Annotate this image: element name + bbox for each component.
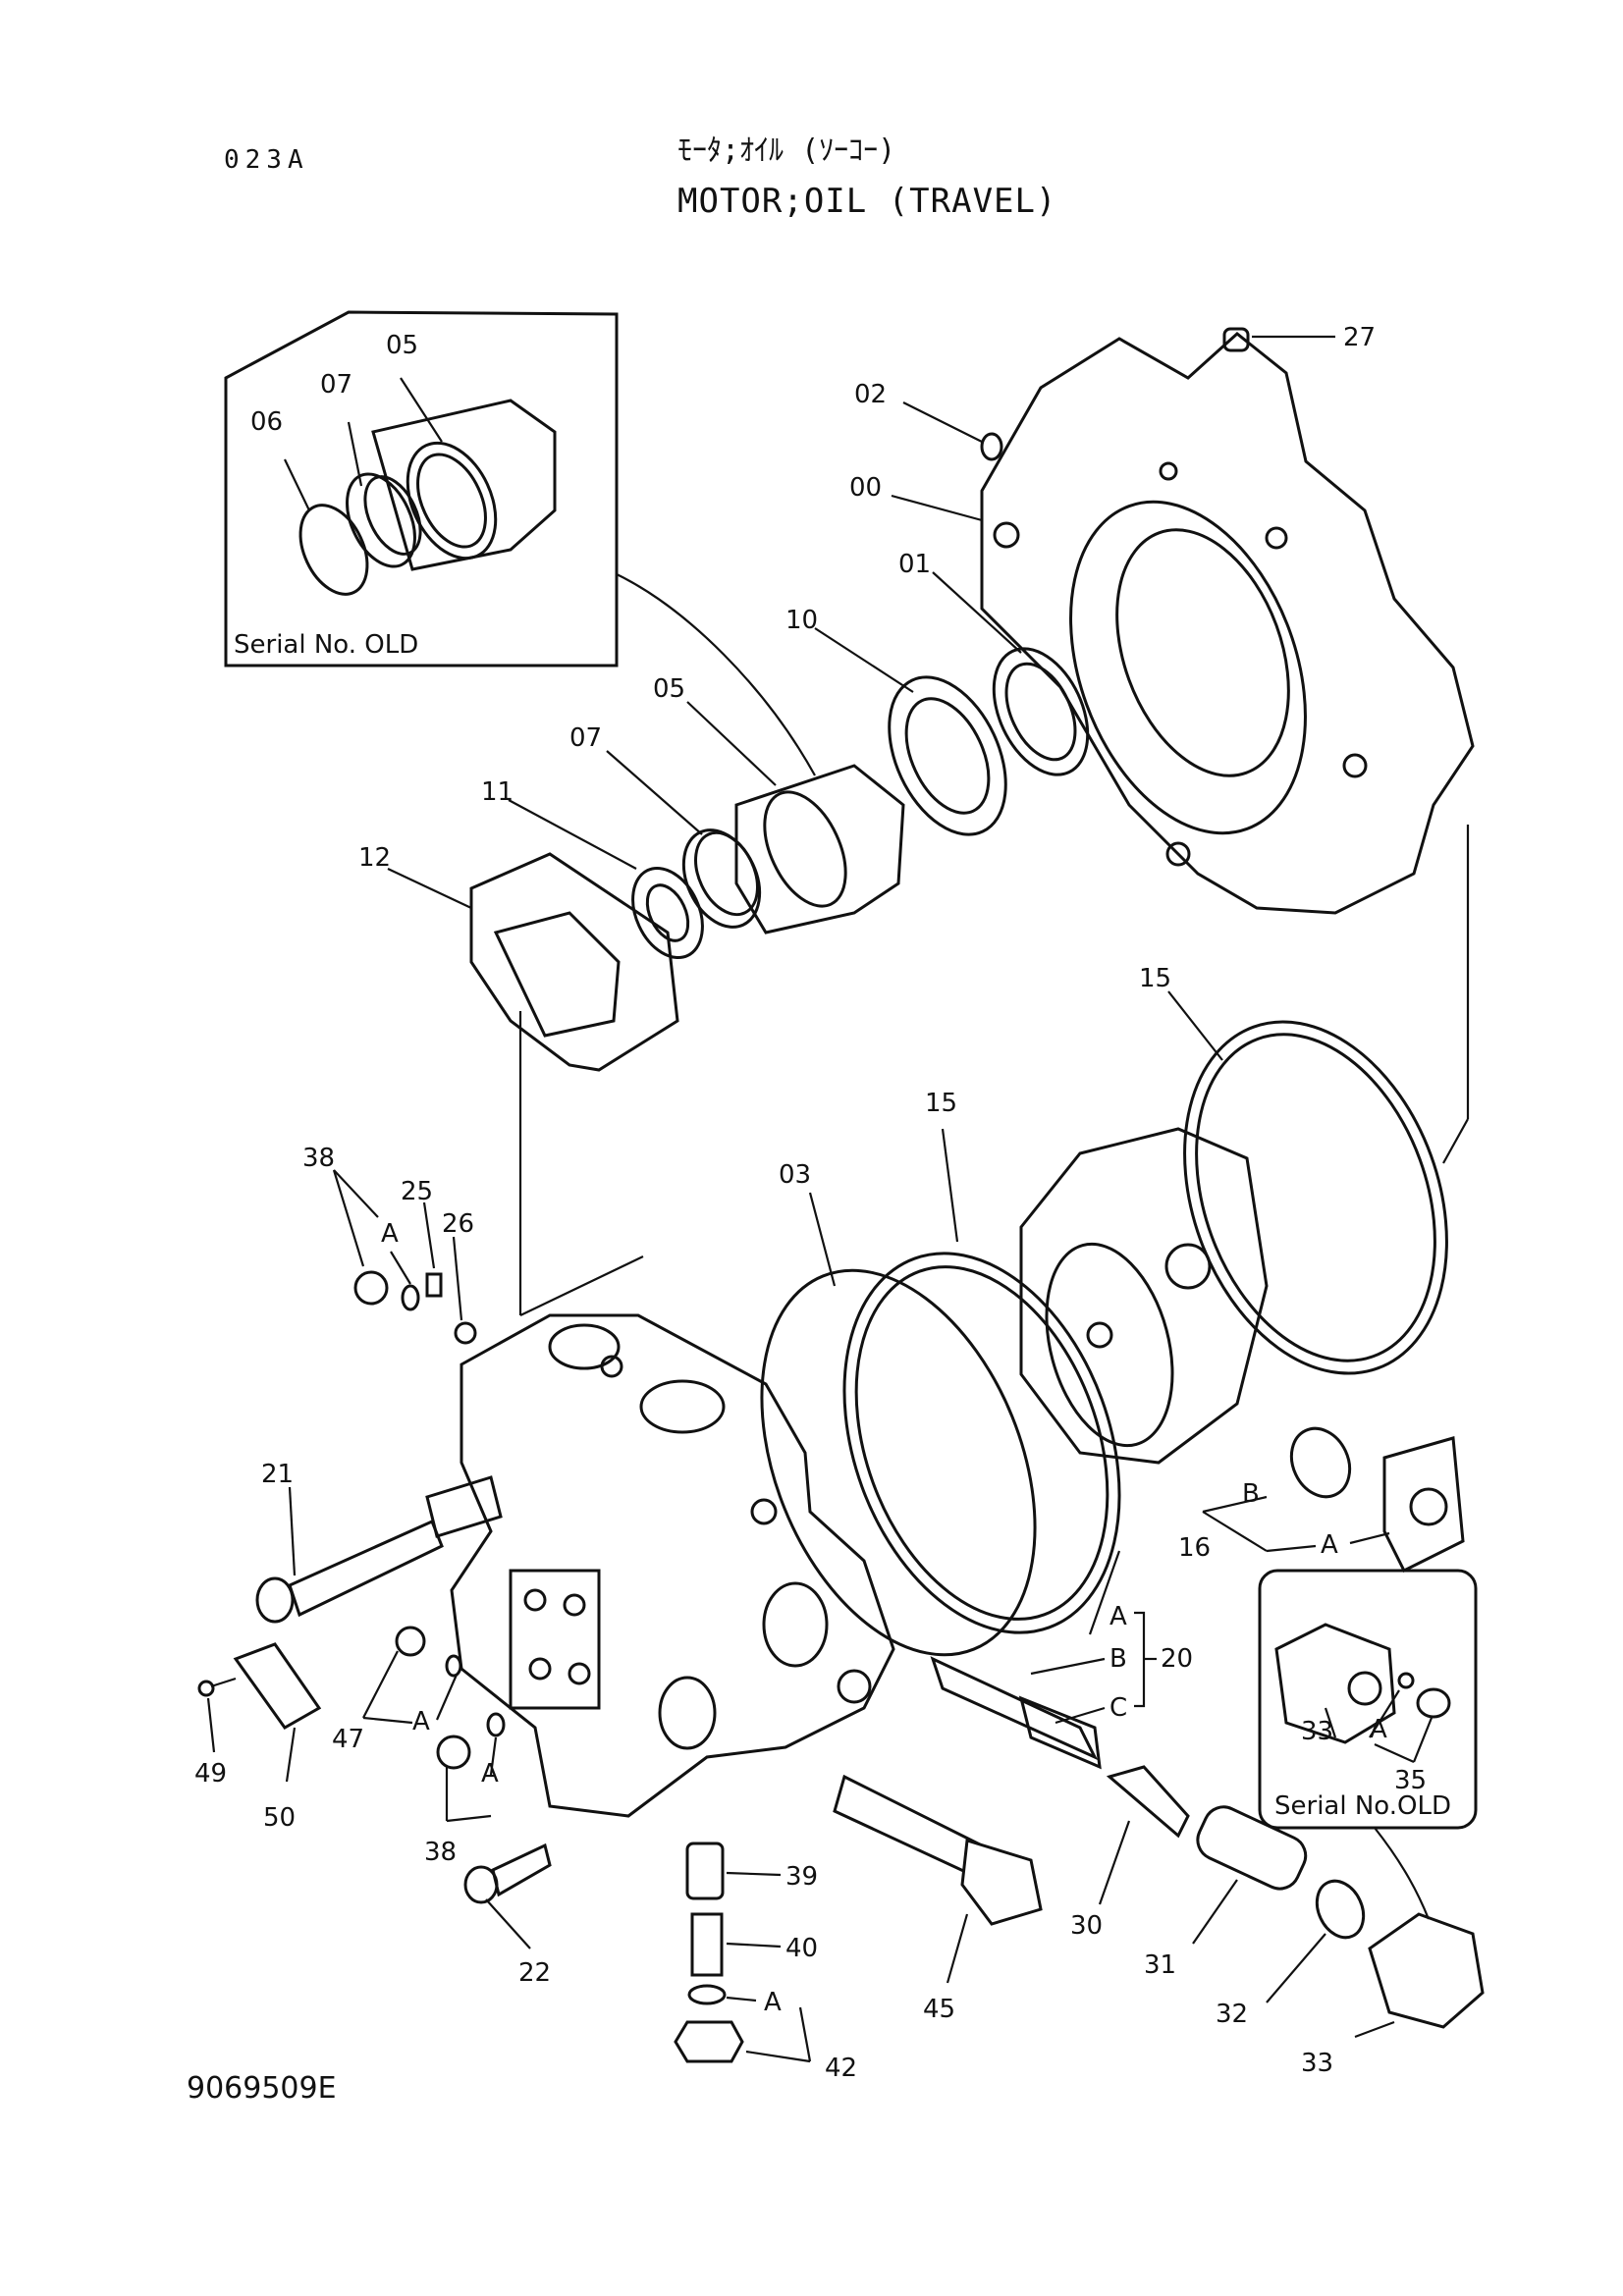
part-plug-38-top	[353, 1270, 389, 1306]
part-screw-49	[197, 1677, 237, 1697]
callout-35: 35	[1394, 1766, 1427, 1795]
part-oring-02	[980, 432, 1003, 461]
inset-serial-old-top: Serial No. OLD	[224, 310, 619, 667]
inset-bearing-sleeve	[371, 399, 557, 571]
part-ball-26	[454, 1321, 477, 1345]
document-number: 9069509E	[187, 2071, 337, 2106]
part-plate-12	[469, 852, 679, 1072]
part-oring-03	[760, 1268, 1037, 1657]
part-bearing-10	[888, 675, 1007, 836]
page-code: 023A	[224, 145, 309, 175]
callout-12: 12	[358, 843, 391, 873]
callout-A-20: A	[1109, 1602, 1127, 1631]
part-oring-42	[687, 1984, 727, 2005]
callout-11: 11	[481, 777, 514, 807]
callout-06-inset: 06	[250, 407, 283, 437]
part-spool-20	[930, 1656, 1102, 1770]
callout-01: 01	[898, 550, 931, 579]
callout-10: 10	[785, 606, 818, 635]
part-bolt-21	[255, 1519, 444, 1624]
callout-38-top: 38	[302, 1144, 335, 1173]
callout-49: 49	[194, 1759, 227, 1789]
callout-02: 02	[854, 380, 887, 409]
part-16-assembly	[1289, 1426, 1465, 1574]
callout-B-16: B	[1242, 1479, 1260, 1509]
callout-A-38: A	[481, 1759, 499, 1789]
callout-07-inset: 07	[320, 370, 352, 400]
callout-32: 32	[1216, 2000, 1248, 2029]
title-english: MOTOR;OIL (TRAVEL)	[677, 182, 1057, 221]
part-spring-31	[1196, 1805, 1308, 1891]
inset-serial-old-bottom: Serial No.OLD 33 A 35	[1258, 1569, 1478, 1830]
part-piston-housing	[1019, 1127, 1269, 1465]
callout-20: 20	[1161, 1644, 1193, 1674]
callout-05: 05	[653, 674, 685, 704]
callout-A-42: A	[764, 1988, 782, 2017]
callout-22: 22	[518, 1958, 551, 1988]
callout-A-25: A	[381, 1219, 399, 1249]
callout-15-lower: 15	[925, 1089, 957, 1118]
callout-21: 21	[261, 1460, 294, 1489]
callout-31: 31	[1144, 1950, 1176, 1980]
inset-snap-ring	[298, 504, 369, 596]
part-plug-27	[1222, 327, 1335, 352]
part-spring-40	[690, 1912, 724, 1977]
callout-15-upper: 15	[1139, 964, 1171, 993]
part-plug-47	[395, 1626, 426, 1657]
part-bearing-11	[631, 866, 704, 960]
callout-A-35: A	[1370, 1715, 1387, 1744]
part-plug-33	[1368, 1912, 1485, 2029]
callout-25: 25	[401, 1177, 433, 1206]
part-plug-38-bottom	[436, 1735, 471, 1770]
part-sleeve-05	[734, 764, 905, 934]
callout-C-20: C	[1109, 1693, 1127, 1723]
callout-39: 39	[785, 1862, 818, 1892]
callout-33-inset: 33	[1301, 1717, 1333, 1746]
callout-A-16: A	[1321, 1530, 1338, 1560]
callout-00: 00	[849, 473, 882, 503]
callout-07: 07	[569, 723, 602, 753]
callout-50: 50	[263, 1803, 296, 1833]
callout-47: 47	[332, 1725, 364, 1754]
callout-16: 16	[1178, 1533, 1211, 1563]
callout-38-bottom: 38	[424, 1838, 457, 1867]
callout-33: 33	[1301, 2049, 1333, 2078]
part-ring-15-lower	[842, 1252, 1121, 1634]
callout-40: 40	[785, 1934, 818, 1963]
callout-42: 42	[825, 2054, 857, 2083]
part-plug-42	[674, 2020, 744, 2063]
callout-05-inset: 05	[386, 331, 418, 360]
part-spring-25	[425, 1272, 443, 1298]
part-sleeve-39	[685, 1842, 725, 1900]
part-oring-25	[401, 1284, 420, 1311]
part-oring-32	[1315, 1879, 1366, 1940]
callout-30: 30	[1070, 1911, 1103, 1941]
callout-A-47: A	[412, 1707, 430, 1736]
callout-03: 03	[779, 1160, 811, 1190]
part-seal-01	[992, 647, 1090, 776]
title-japanese: ﾓｰﾀ;ｵｲﾙ (ｿｰｺｰ)	[677, 133, 896, 168]
part-gasket-50	[233, 1642, 322, 1730]
part-relief-valve-45	[833, 1774, 1043, 1926]
inset-label-bottom: Serial No.OLD	[1274, 1791, 1451, 1821]
part-poppet-30	[1106, 1765, 1190, 1839]
inset-label-top: Serial No. OLD	[234, 630, 418, 660]
part-ring-15-upper	[1183, 1020, 1448, 1375]
callout-45: 45	[923, 1995, 955, 2024]
callout-26: 26	[442, 1209, 474, 1239]
part-valve-body	[425, 1313, 895, 1818]
callout-27: 27	[1343, 323, 1376, 352]
part-bolt-22	[463, 1842, 552, 1904]
part-housing-00	[980, 332, 1475, 915]
callout-B-20: B	[1109, 1644, 1127, 1674]
